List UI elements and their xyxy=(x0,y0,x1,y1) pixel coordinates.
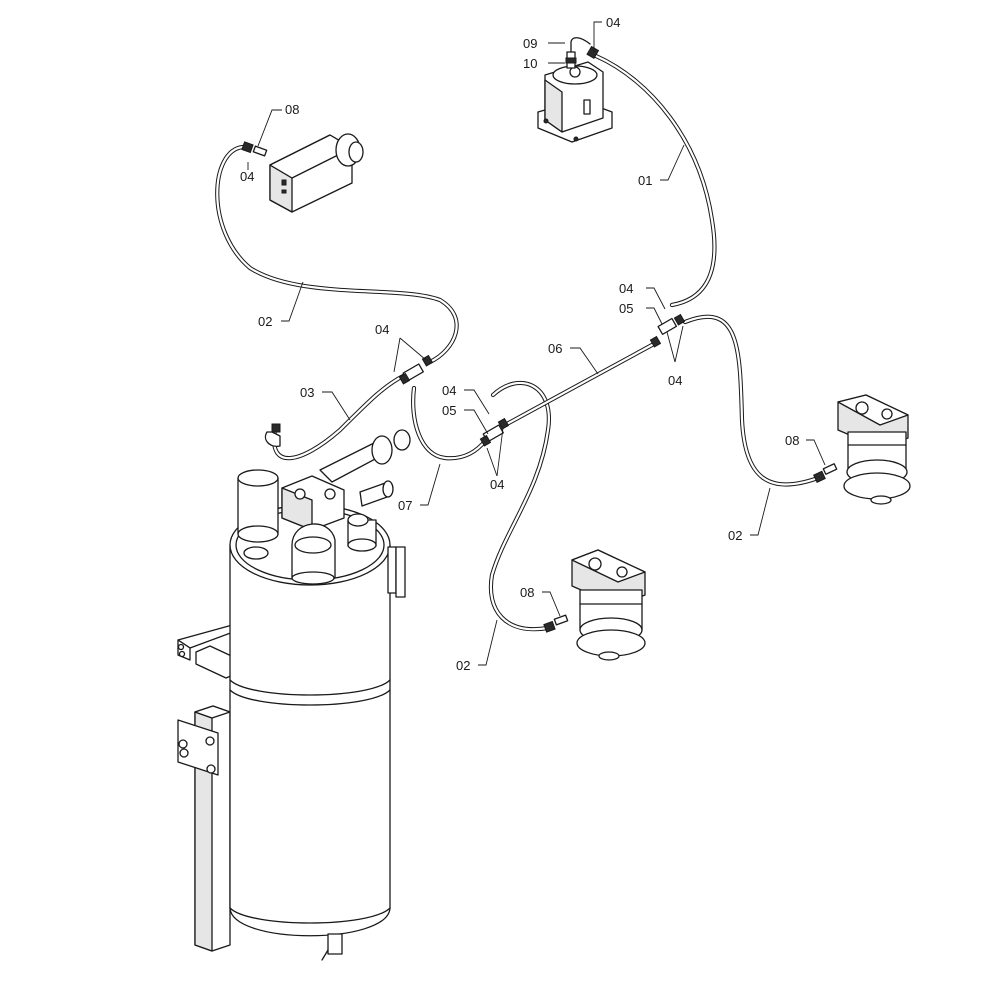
hoses xyxy=(215,53,821,632)
callout-08-right: 08 xyxy=(785,433,799,448)
hydraulic-cylinder-right xyxy=(837,394,911,505)
callout-02-lower: 02 xyxy=(456,658,470,673)
callout-04-top-left: 04 xyxy=(240,169,254,184)
hose-07 xyxy=(411,385,489,461)
callout-09: 09 xyxy=(523,36,537,51)
callout-01: 01 xyxy=(638,173,652,188)
callout-05-middle: 05 xyxy=(442,403,456,418)
fitting-right-cylinder xyxy=(813,463,838,483)
callout-04-right-upper: 04 xyxy=(619,281,633,296)
callout-06: 06 xyxy=(548,341,562,356)
callout-04-middle-upper: 04 xyxy=(442,383,456,398)
hydraulic-cylinder-lower xyxy=(571,549,646,661)
hose-02-right xyxy=(682,314,821,487)
tank-top-components xyxy=(237,423,411,585)
fitting-lower-cylinder xyxy=(543,614,569,633)
callout-labels: 09 10 04 01 08 04 02 04 03 04 05 04 06 0… xyxy=(240,15,799,673)
hose-03 xyxy=(271,372,408,461)
callout-02-upper-left: 02 xyxy=(258,314,272,329)
callout-05-right: 05 xyxy=(619,301,633,316)
hose-01 xyxy=(593,53,717,308)
fitting-top-reservoir xyxy=(586,45,600,60)
hose-02-lower xyxy=(488,381,551,632)
tank-assembly xyxy=(177,423,411,961)
callout-04-right-lower: 04 xyxy=(668,373,682,388)
callout-04-middle-lower: 04 xyxy=(490,477,504,492)
callout-07: 07 xyxy=(398,498,412,513)
tee-fitting-middle xyxy=(479,417,510,447)
tee-fitting-left xyxy=(398,354,434,385)
callout-10: 10 xyxy=(523,56,537,71)
callout-08-lower: 08 xyxy=(520,585,534,600)
callout-04-left-tee: 04 xyxy=(375,322,389,337)
fitting-top-left-pump xyxy=(241,141,268,157)
mounting-post xyxy=(177,705,231,952)
callout-02-right: 02 xyxy=(728,528,742,543)
hydraulic-pump-top-left xyxy=(269,133,364,213)
hose-02-upper-left xyxy=(215,144,459,365)
fittings xyxy=(241,45,838,633)
callout-03: 03 xyxy=(300,385,314,400)
callout-04-top-reservoir: 04 xyxy=(606,15,620,30)
hose-06 xyxy=(502,342,655,428)
tee-fitting-right xyxy=(649,313,686,348)
filter-unit-top xyxy=(537,37,613,143)
leader-lines xyxy=(247,21,826,666)
callout-08-top-left: 08 xyxy=(285,102,299,117)
